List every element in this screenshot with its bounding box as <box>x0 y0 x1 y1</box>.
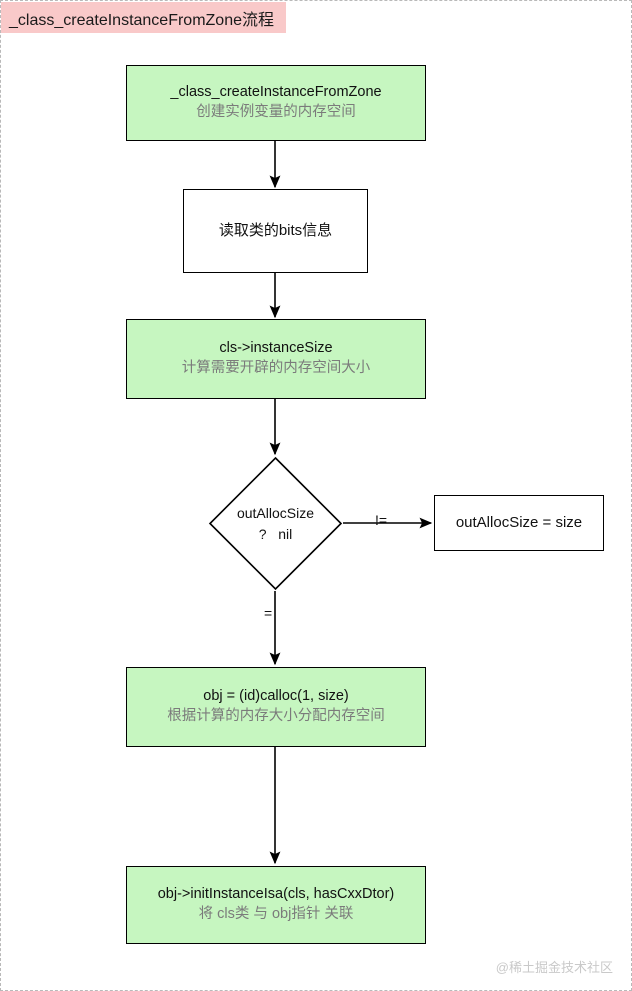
watermark-text: @稀土掘金技术社区 <box>495 960 613 975</box>
node-sub-text: 将 cls类 与 obj指针 关联 <box>198 906 354 922</box>
diagram-title-banner: _class_createInstanceFromZone流程 <box>1 2 286 33</box>
node-out-alloc-size-assign: outAllocSize = size <box>434 495 604 551</box>
node-obj-calloc: obj = (id)calloc(1, size) 根据计算的内存大小分配内存空… <box>126 667 426 747</box>
node-main-text: _class_createInstanceFromZone <box>170 84 382 101</box>
edge-label-equal: = <box>264 605 273 621</box>
node-init-instance-isa: obj->initInstanceIsa(cls, hasCxxDtor) 将 … <box>126 866 426 944</box>
node-main-text: obj->initInstanceIsa(cls, hasCxxDtor) <box>157 886 395 903</box>
diamond-sub-text: ? nil <box>258 525 293 542</box>
node-class-create-instance-from-zone: _class_createInstanceFromZone 创建实例变量的内存空… <box>126 65 426 141</box>
node-sub-text: 计算需要开辟的内存空间大小 <box>181 360 371 376</box>
node-main-text: outAllocSize = size <box>455 513 583 531</box>
node-decision-out-alloc-size: outAllocSize ? nil <box>208 456 343 591</box>
node-cls-instance-size: cls->instanceSize 计算需要开辟的内存空间大小 <box>126 319 426 399</box>
diamond-label-group: outAllocSize ? nil <box>208 456 343 591</box>
node-main-text: cls->instanceSize <box>219 340 333 357</box>
node-main-text: obj = (id)calloc(1, size) <box>203 688 349 705</box>
node-main-text: 读取类的bits信息 <box>218 221 333 239</box>
node-sub-text: 创建实例变量的内存空间 <box>196 104 356 120</box>
node-read-class-bits: 读取类的bits信息 <box>183 189 368 273</box>
node-sub-text: 根据计算的内存大小分配内存空间 <box>167 708 385 724</box>
diamond-main-text: outAllocSize <box>236 505 315 522</box>
diamond-shape <box>208 456 343 591</box>
edge-label-not-equal: != <box>375 512 388 528</box>
page-title: _class_createInstanceFromZone流程 <box>9 11 275 29</box>
